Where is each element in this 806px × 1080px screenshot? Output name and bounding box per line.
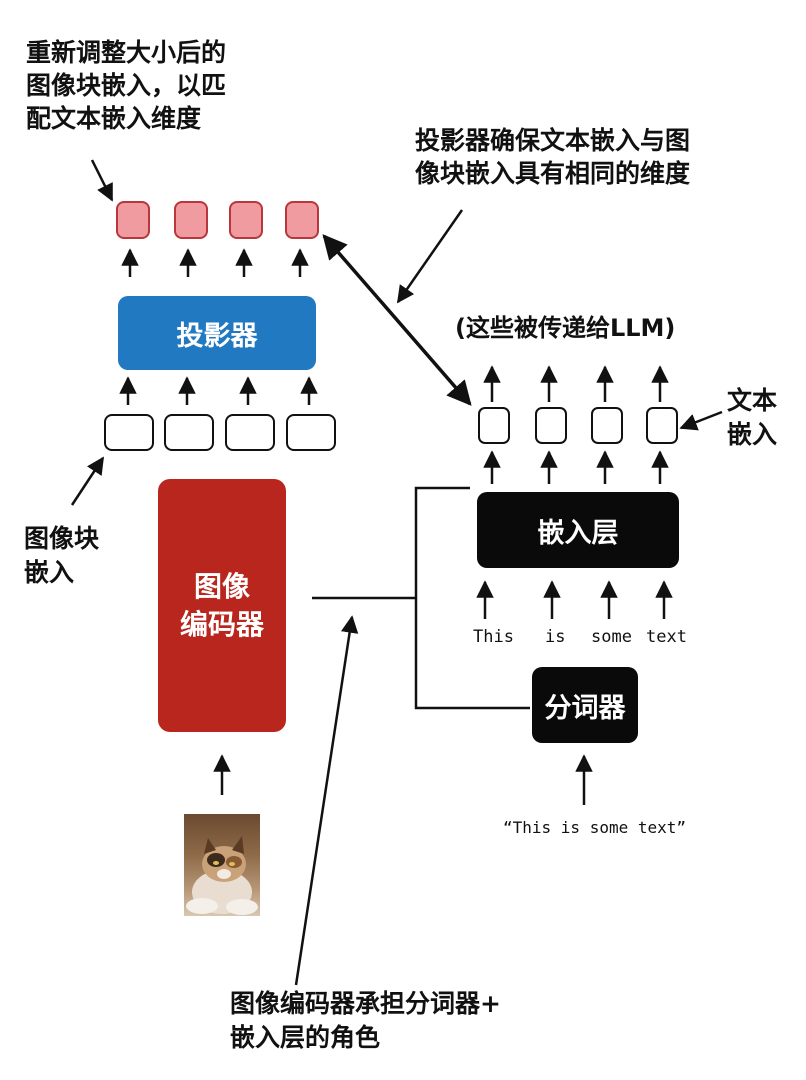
passed-to-llm-label: (这些被传递给LLM)	[455, 314, 676, 342]
projector-note-line-2: 像块嵌入具有相同的维度	[415, 159, 691, 188]
resized-embedding-4	[285, 201, 319, 239]
encoder-role-line-2: 嵌入层的角色	[230, 1023, 381, 1052]
resized-note-line-1: 重新调整大小后的	[26, 38, 227, 67]
resized-embedding-3	[229, 201, 263, 239]
cat-photo-icon	[184, 814, 260, 916]
resized-note-line-3: 配文本嵌入维度	[26, 104, 202, 133]
patch-embedding-1	[104, 414, 154, 451]
patch-embedding-4	[286, 414, 336, 451]
arrow-projector-note	[396, 209, 464, 304]
resized-embedding-1	[116, 201, 150, 239]
text-embed-line-1: 文本	[727, 386, 778, 415]
text-embedding-1	[478, 407, 510, 444]
patch-embedding-3	[225, 414, 275, 451]
arrow-resized-note	[90, 159, 114, 202]
tokenizer-box: 分词器	[532, 667, 638, 743]
embedding-layer-label: 嵌入层	[537, 517, 619, 549]
encoder-role-line-1: 图像编码器承担分词器+	[230, 989, 501, 1018]
token-this: This	[473, 627, 514, 647]
passed-to-llm-note: (这些被传递给LLM)	[455, 312, 675, 345]
bracket-connector	[414, 486, 530, 710]
arrow-patch-note	[70, 456, 105, 506]
token-some: some	[591, 627, 632, 647]
projector-dimension-note: 投影器确保文本嵌入与图 像块嵌入具有相同的维度	[415, 124, 690, 190]
arrow-text-embed-note	[679, 410, 723, 431]
text-embed-line-2: 嵌入	[727, 420, 778, 449]
resized-embedding-2	[174, 201, 208, 239]
image-encoder-label-2: 编码器	[179, 607, 264, 641]
text-embedding-note: 文本 嵌入	[727, 384, 777, 452]
projector-note-line-1: 投影器确保文本嵌入与图	[415, 126, 691, 155]
embedding-layer-box: 嵌入层	[477, 492, 679, 568]
tokenizer-label: 分词器	[544, 692, 626, 724]
patch-embedding-2	[164, 414, 214, 451]
text-embedding-3	[591, 407, 623, 444]
token-text: text	[646, 627, 687, 647]
image-encoder-box: 图像 编码器	[158, 479, 286, 732]
patch-note-line-2: 嵌入	[24, 558, 75, 587]
resized-note-line-2: 图像块嵌入，以匹	[26, 71, 227, 100]
input-text: “This is some text”	[503, 818, 687, 837]
encoder-role-note: 图像编码器承担分词器+ 嵌入层的角色	[230, 987, 501, 1055]
projector-label: 投影器	[176, 320, 258, 352]
token-is: is	[545, 627, 566, 647]
image-encoder-label-1: 图像	[193, 569, 250, 603]
resized-embedding-note: 重新调整大小后的 图像块嵌入，以匹 配文本嵌入维度	[26, 36, 226, 135]
text-embedding-2	[535, 407, 567, 444]
arrow-encoder-role-note	[294, 615, 359, 986]
patch-note-line-1: 图像块	[24, 524, 100, 553]
arrow-dimension-match	[322, 234, 472, 406]
patch-embedding-note: 图像块 嵌入	[24, 522, 99, 590]
text-embedding-4	[646, 407, 678, 444]
projector-box: 投影器	[118, 296, 316, 370]
